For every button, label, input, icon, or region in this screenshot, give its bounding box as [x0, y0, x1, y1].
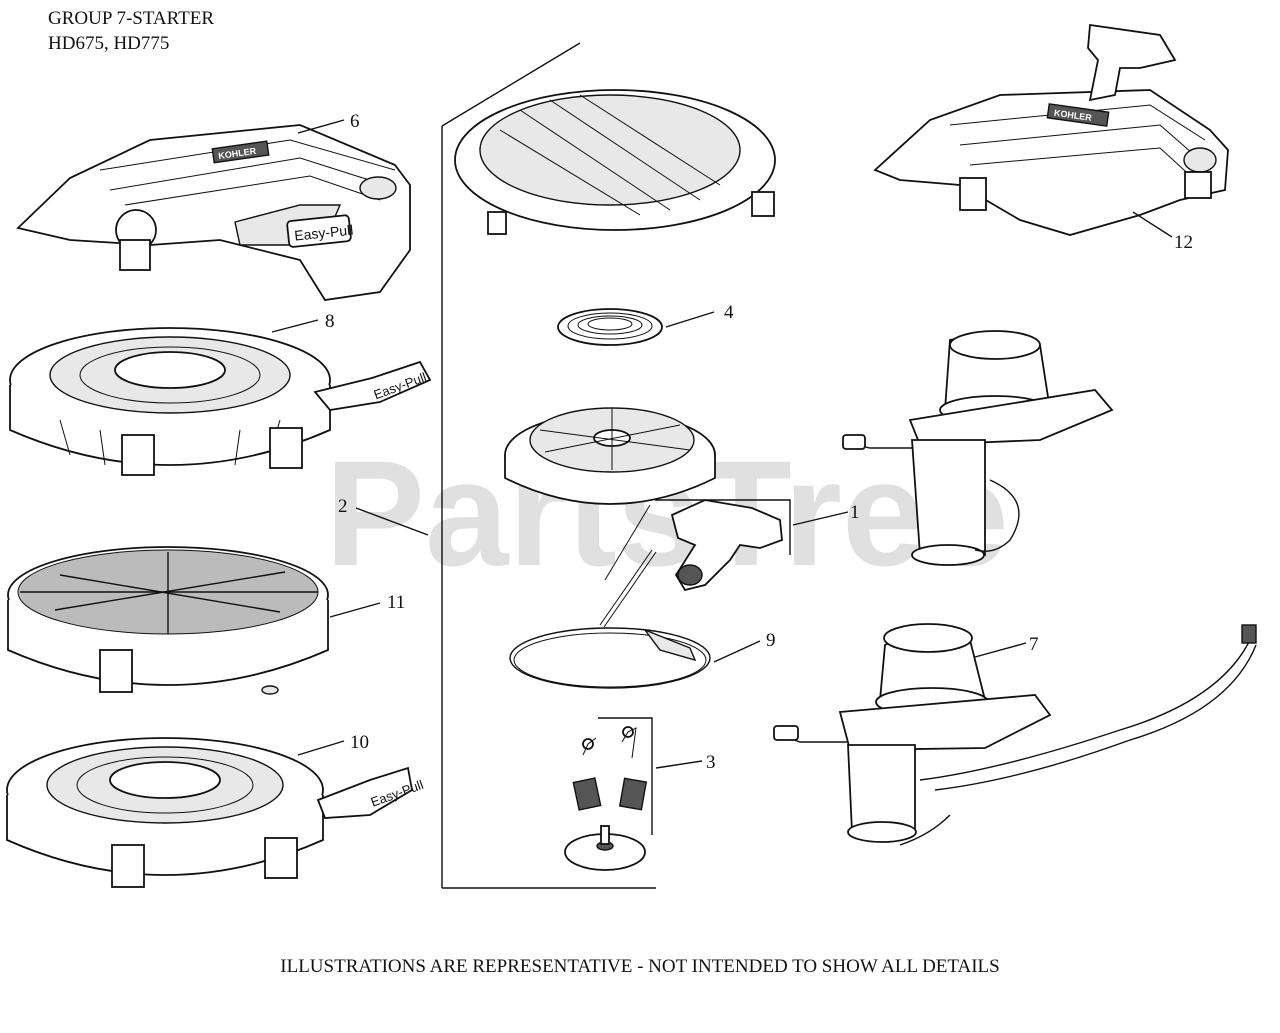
part-11-screen-starter[interactable] [7, 546, 329, 695]
diagram-disclaimer: ILLUSTRATIONS ARE REPRESENTATIVE - NOT I… [280, 956, 1000, 977]
group-divider [441, 42, 656, 889]
part-4-recoil-spring[interactable] [557, 308, 663, 346]
callout-9: 9 [766, 630, 776, 651]
part-6-blower-housing[interactable]: KOHLER Easy-Pull [16, 124, 411, 301]
part-9-starter-rope[interactable] [509, 627, 711, 689]
part-6-easy-pull-label: Easy-Pull [294, 222, 354, 244]
callout-12: 12 [1174, 232, 1193, 253]
part-10-rewind-starter[interactable]: Easy-Pull [6, 737, 425, 888]
callout-11: 11 [387, 592, 405, 613]
callout-6: 6 [350, 111, 360, 132]
electric-starter-upper[interactable] [842, 330, 1114, 566]
part-12-blower-housing[interactable]: KOHLER [873, 23, 1229, 236]
callout-leaders [271, 119, 1173, 769]
part-3-pawl-kit[interactable] [564, 717, 653, 871]
part-1-pulley-assembly[interactable] [504, 407, 791, 581]
callout-10: 10 [350, 732, 369, 753]
callout-8: 8 [325, 311, 335, 332]
callout-7: 7 [1029, 634, 1039, 655]
callout-2: 2 [338, 496, 348, 517]
group-title: GROUP 7-STARTER [48, 8, 215, 29]
model-numbers: HD675, HD775 [48, 33, 170, 54]
callout-3: 3 [706, 752, 716, 773]
part-8-rewind-starter[interactable]: Easy-Pull [9, 327, 432, 476]
part-7-electric-starter[interactable] [773, 623, 1257, 846]
callout-1: 1 [850, 502, 860, 523]
part-1-t-handle[interactable] [599, 499, 783, 628]
callout-4: 4 [724, 302, 734, 323]
part-2-starter-housing[interactable] [454, 89, 776, 235]
callout-numbers: 6 8 2 11 10 4 1 3 9 7 12 [325, 111, 1193, 773]
diagram-header: GROUP 7-STARTER HD675, HD775 [48, 6, 214, 56]
